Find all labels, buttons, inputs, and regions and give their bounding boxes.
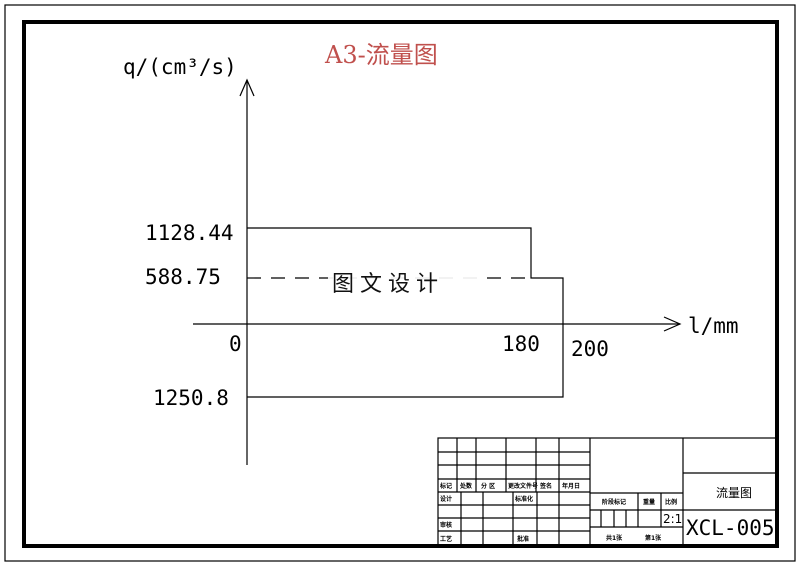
tb-mark: 标记 [439,482,452,490]
tb-weight: 重量 [643,498,655,506]
tb-scale-value: 2:1 [663,512,682,526]
label-x2: 200 [571,337,609,361]
tb-sign: 签名 [539,482,552,490]
tb-date: 年月日 [562,482,580,490]
x-arrow-icon [663,316,682,332]
y-axis [239,78,255,465]
inner-frame [22,20,779,548]
tb-sheets-total: 共1张 [606,534,623,542]
tb-count: 处数 [459,482,473,490]
tb-drawing-name: 流量图 [716,486,752,500]
label-q1: 1128.44 [145,221,234,245]
tb-zone: 分 区 [481,482,495,490]
watermark-bg [328,262,478,298]
flow-profile-line [247,227,564,398]
tb-change-doc: 更改文件号 [508,482,538,490]
label-q3: 1250.8 [153,386,229,410]
tb-review: 审核 [440,521,452,529]
x-axis-label: l/mm [688,314,739,338]
x-axis [193,316,682,332]
tb-standardization: 标准化 [514,495,533,503]
y-axis-label: q/(cm³/s) [123,55,237,79]
label-origin: 0 [229,332,242,356]
outer-frame [4,4,796,562]
y-arrow-icon [239,78,255,97]
tb-scale-label: 比例 [665,498,677,506]
tb-design: 设计 [440,495,452,503]
tb-process: 工艺 [440,535,452,543]
drawing-title: A3-流量图 [324,41,438,69]
tb-sheet-no: 第1张 [644,534,662,542]
tb-stage-mark: 阶段标记 [602,498,626,506]
tb-approve: 批准 [517,535,529,543]
title-block: 标记 处数 分 区 更改文件号 签名 年月日 设计 标准化 审核 工艺 批准 阶… [437,437,778,547]
tb-drawing-number: XCL-005 [686,516,775,540]
watermark: 图文设计 [332,272,444,297]
label-q2: 588.75 [145,265,221,289]
label-x1: 180 [502,332,540,356]
